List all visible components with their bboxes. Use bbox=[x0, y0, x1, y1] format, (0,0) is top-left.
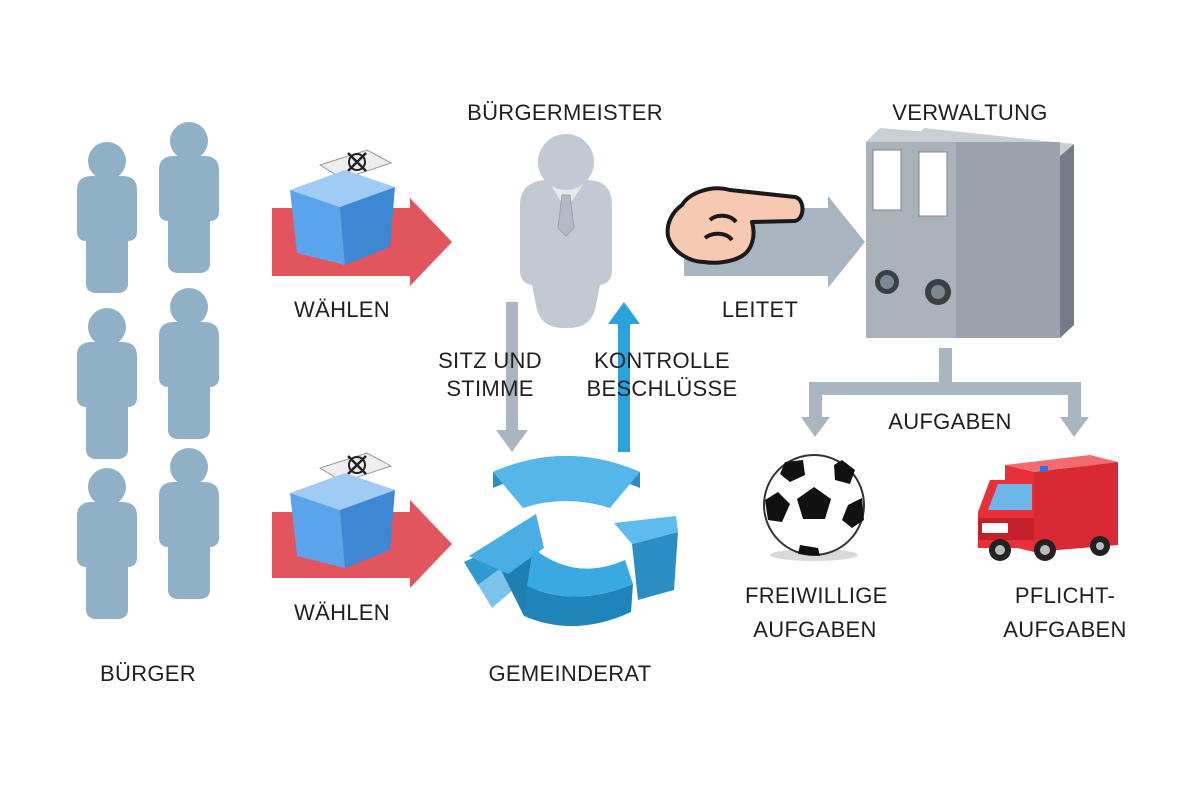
ballot-box-icon bbox=[288, 148, 397, 267]
citizen-icon bbox=[159, 448, 219, 599]
pointing-hand-icon bbox=[665, 186, 805, 265]
label-beschluesse: BESCHLÜSSE bbox=[586, 376, 738, 401]
label-kontrolle: KONTROLLE bbox=[594, 348, 730, 373]
citizens-group bbox=[77, 122, 219, 619]
label-pflicht-2: AUFGABEN bbox=[1003, 617, 1127, 642]
label-sitz-und: SITZ UND bbox=[438, 348, 542, 373]
label-buerger: BÜRGER bbox=[100, 661, 196, 686]
council-ring-icon bbox=[464, 456, 678, 627]
binder-icon bbox=[910, 128, 1074, 338]
label-pflicht: PFLICHT- bbox=[1014, 583, 1116, 608]
label-buergermeister: BÜRGERMEISTER bbox=[467, 100, 663, 125]
citizen-icon bbox=[77, 308, 137, 459]
citizen-icon bbox=[159, 122, 219, 273]
label-freiwillige-2: AUFGABEN bbox=[753, 617, 877, 642]
citizen-icon bbox=[77, 142, 137, 293]
label-stimme: STIMME bbox=[446, 376, 534, 401]
businessman-icon bbox=[520, 134, 612, 328]
label-freiwillige: FREIWILLIGE bbox=[745, 583, 888, 608]
label-gemeinderat: GEMEINDERAT bbox=[488, 661, 652, 686]
arrow-aufgaben bbox=[801, 348, 1089, 437]
label-verwaltung: VERWALTUNG bbox=[892, 100, 1048, 125]
label-waehlen-bottom: WÄHLEN bbox=[294, 600, 390, 625]
label-aufgaben: AUFGABEN bbox=[888, 409, 1012, 434]
arrow-kontrolle bbox=[608, 302, 640, 452]
soccer-ball-icon bbox=[763, 454, 865, 561]
citizen-icon bbox=[77, 468, 137, 619]
ballot-box-icon bbox=[288, 451, 397, 570]
arrow-sitz-und-stimme bbox=[496, 302, 528, 452]
citizen-icon bbox=[159, 288, 219, 439]
label-waehlen-top: WÄHLEN bbox=[294, 297, 390, 322]
label-leitet: LEITET bbox=[721, 297, 799, 322]
fire-truck-icon bbox=[978, 455, 1118, 561]
